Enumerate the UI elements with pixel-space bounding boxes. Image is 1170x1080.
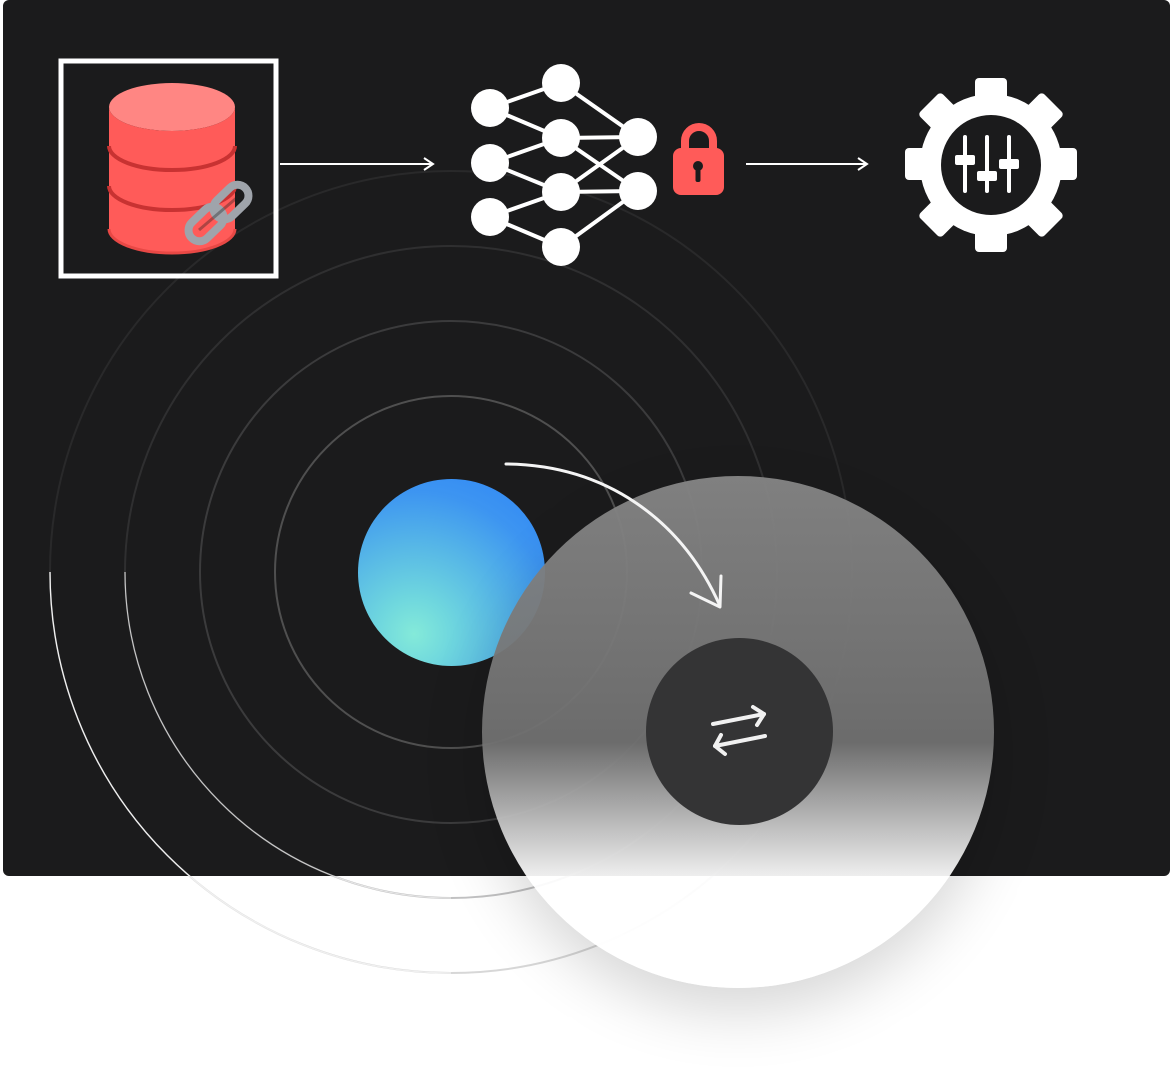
swap-button[interactable] <box>646 638 833 825</box>
ring-fade-left <box>49 571 452 974</box>
swap-arrows-icon <box>711 705 767 756</box>
ring-fade-mid <box>124 571 452 899</box>
arrow-network-to-settings <box>746 157 869 171</box>
arrow-database-to-network <box>280 157 435 171</box>
lock-icon <box>673 123 724 195</box>
outer-ring-fade <box>49 571 452 974</box>
database-frame <box>58 58 279 279</box>
gear-icon <box>905 78 1077 252</box>
curved-arrow <box>504 462 723 609</box>
database-node <box>58 58 279 279</box>
sliders-icon <box>955 135 1019 193</box>
neural-network-icon <box>471 64 657 266</box>
link-icon <box>184 180 253 246</box>
